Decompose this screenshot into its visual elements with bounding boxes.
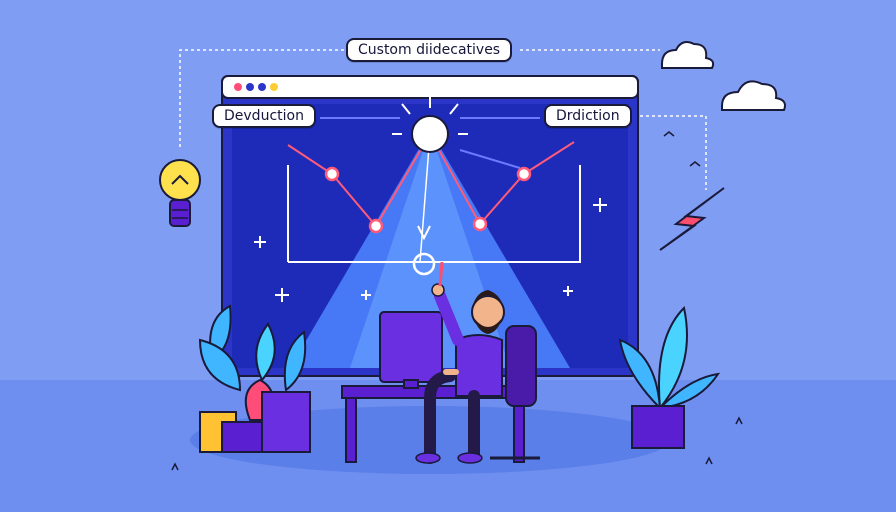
diagram-nodes <box>324 166 532 234</box>
potted-plant-icon <box>618 305 721 449</box>
desktop-monitor-icon <box>379 311 443 389</box>
sunburst-rays <box>392 96 468 135</box>
developer-character <box>415 261 505 464</box>
lightbulb-icon <box>159 159 201 227</box>
v-arrow-icon <box>417 225 431 241</box>
dashed-connector <box>179 49 344 150</box>
office-chair <box>490 325 540 460</box>
dashed-connector <box>640 115 707 190</box>
label-right: Drdiction <box>544 104 632 128</box>
pointer-target-node <box>412 252 436 276</box>
grass-tufts <box>171 131 743 471</box>
label-top: Custom diidecatives <box>346 38 513 62</box>
label-left: Devduction <box>212 104 316 128</box>
flow-diagram <box>287 117 581 263</box>
sparkle-icons <box>254 198 607 302</box>
cloud-icon <box>661 41 715 69</box>
potted-plant-icon <box>198 304 311 453</box>
central-node <box>411 115 449 153</box>
lightning-bolt-icon <box>659 187 725 251</box>
cloud-icon <box>721 80 786 111</box>
